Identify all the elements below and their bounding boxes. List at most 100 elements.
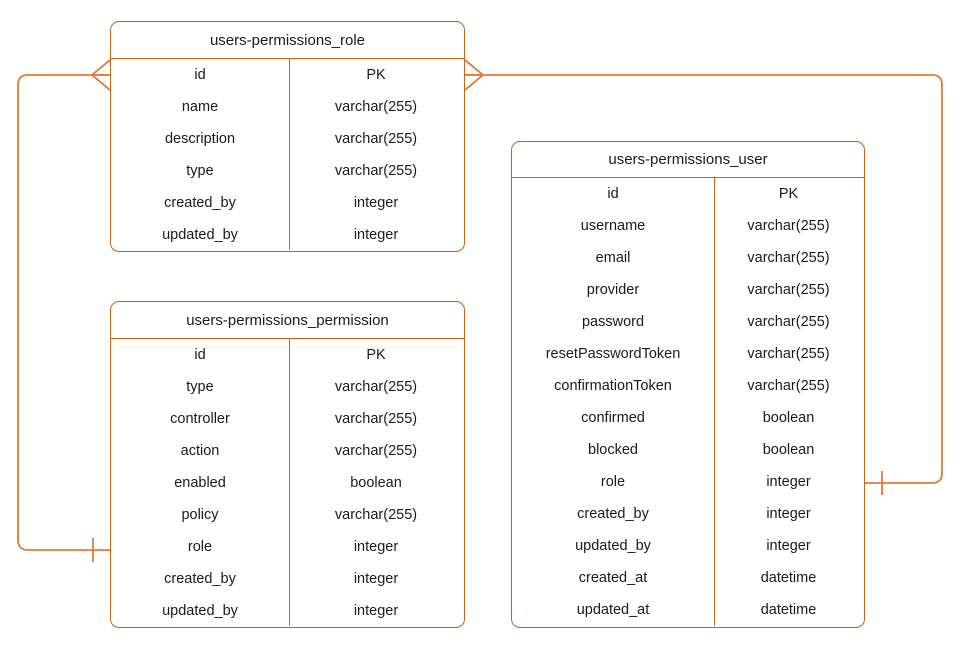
field-row[interactable]: type varchar(255)	[111, 155, 464, 187]
field-row[interactable]: id PK	[111, 59, 464, 91]
field-type: varchar(255)	[334, 507, 418, 523]
field-row[interactable]: username varchar(255)	[512, 210, 864, 242]
entity-title: users-permissions_role	[111, 22, 464, 59]
field-name: description	[164, 131, 236, 147]
crowsfoot-many-role-left	[91, 59, 111, 91]
field-name: role	[600, 474, 626, 490]
field-row[interactable]: created_by integer	[111, 563, 464, 595]
field-type: integer	[353, 227, 399, 243]
field-row[interactable]: description varchar(255)	[111, 123, 464, 155]
field-row[interactable]: updated_by integer	[111, 219, 464, 251]
field-name: resetPasswordToken	[545, 346, 681, 362]
column-divider	[289, 339, 290, 626]
field-name: id	[194, 67, 206, 83]
field-type: varchar(255)	[747, 218, 830, 234]
field-row[interactable]: created_at datetime	[512, 562, 864, 594]
field-name: confirmed	[581, 410, 645, 426]
field-name: id	[607, 186, 619, 202]
field-type: boolean	[762, 442, 815, 458]
field-name: password	[581, 314, 645, 330]
field-row[interactable]: role integer	[512, 466, 864, 498]
crowsfoot-many-role-right	[464, 59, 484, 91]
field-name: type	[186, 163, 214, 179]
connector-permission-role	[17, 74, 110, 551]
field-name: updated_by	[162, 603, 238, 619]
field-row[interactable]: confirmationToken varchar(255)	[512, 370, 864, 402]
field-row[interactable]: updated_at datetime	[512, 594, 864, 626]
field-name: blocked	[588, 442, 638, 458]
field-row[interactable]: created_by integer	[512, 498, 864, 530]
field-name: created_by	[164, 571, 236, 587]
field-row[interactable]: password varchar(255)	[512, 306, 864, 338]
entity-fields: id PK type varchar(255) controller varchar(25…	[111, 339, 464, 626]
field-type: varchar(255)	[334, 163, 418, 179]
field-row[interactable]: updated_by integer	[111, 595, 464, 627]
field-name: username	[580, 218, 646, 234]
entity-title: users-permissions_user	[512, 142, 864, 178]
field-row[interactable]: controller varchar(255)	[111, 403, 464, 435]
field-row[interactable]: id PK	[512, 178, 864, 210]
field-name: policy	[181, 507, 219, 523]
field-row[interactable]: policy varchar(255)	[111, 499, 464, 531]
field-name: enabled	[174, 475, 226, 491]
field-row[interactable]: created_by integer	[111, 187, 464, 219]
entity-title: users-permissions_permission	[111, 302, 464, 339]
field-type: integer	[766, 538, 811, 554]
field-type: boolean	[350, 475, 402, 491]
field-name: provider	[586, 282, 640, 298]
field-type: varchar(255)	[334, 99, 418, 115]
field-type: integer	[353, 571, 399, 587]
field-type: PK	[778, 186, 799, 202]
field-name: id	[194, 347, 206, 363]
field-type: datetime	[760, 570, 817, 586]
field-row[interactable]: email varchar(255)	[512, 242, 864, 274]
field-name: controller	[170, 411, 230, 427]
column-divider	[714, 178, 715, 626]
field-name: created_by	[577, 506, 649, 522]
field-name: updated_by	[162, 227, 238, 243]
field-type: integer	[353, 195, 399, 211]
field-row[interactable]: id PK	[111, 339, 464, 371]
field-type: PK	[366, 347, 386, 363]
field-type: integer	[353, 603, 399, 619]
field-type: integer	[766, 474, 811, 490]
field-type: varchar(255)	[334, 379, 418, 395]
field-type: integer	[766, 506, 811, 522]
field-type: boolean	[762, 410, 815, 426]
field-type: integer	[353, 539, 399, 555]
field-type: PK	[366, 67, 386, 83]
field-row[interactable]: action varchar(255)	[111, 435, 464, 467]
entity-fields: id PK username varchar(255) email varchar(255…	[512, 178, 864, 626]
field-row[interactable]: name varchar(255)	[111, 91, 464, 123]
field-type: varchar(255)	[747, 314, 830, 330]
field-name: action	[180, 443, 220, 459]
field-row[interactable]: type varchar(255)	[111, 371, 464, 403]
field-name: type	[186, 379, 214, 395]
field-name: email	[595, 250, 631, 266]
field-row[interactable]: enabled boolean	[111, 467, 464, 499]
field-name: created_at	[578, 570, 648, 586]
field-type: varchar(255)	[747, 250, 830, 266]
field-type: varchar(255)	[334, 131, 418, 147]
field-type: datetime	[760, 602, 817, 618]
field-type: varchar(255)	[334, 411, 418, 427]
field-name: confirmationToken	[554, 378, 672, 394]
field-row[interactable]: blocked boolean	[512, 434, 864, 466]
field-name: created_by	[164, 195, 236, 211]
entity-fields: id PK name varchar(255) description varchar(2…	[111, 59, 464, 250]
column-divider	[289, 59, 290, 250]
field-row[interactable]: confirmed boolean	[512, 402, 864, 434]
field-name: updated_at	[576, 602, 650, 618]
field-type: varchar(255)	[747, 346, 830, 362]
field-type: varchar(255)	[747, 378, 830, 394]
field-row[interactable]: resetPasswordToken varchar(255)	[512, 338, 864, 370]
field-type: varchar(255)	[334, 443, 418, 459]
field-name: name	[181, 99, 219, 115]
